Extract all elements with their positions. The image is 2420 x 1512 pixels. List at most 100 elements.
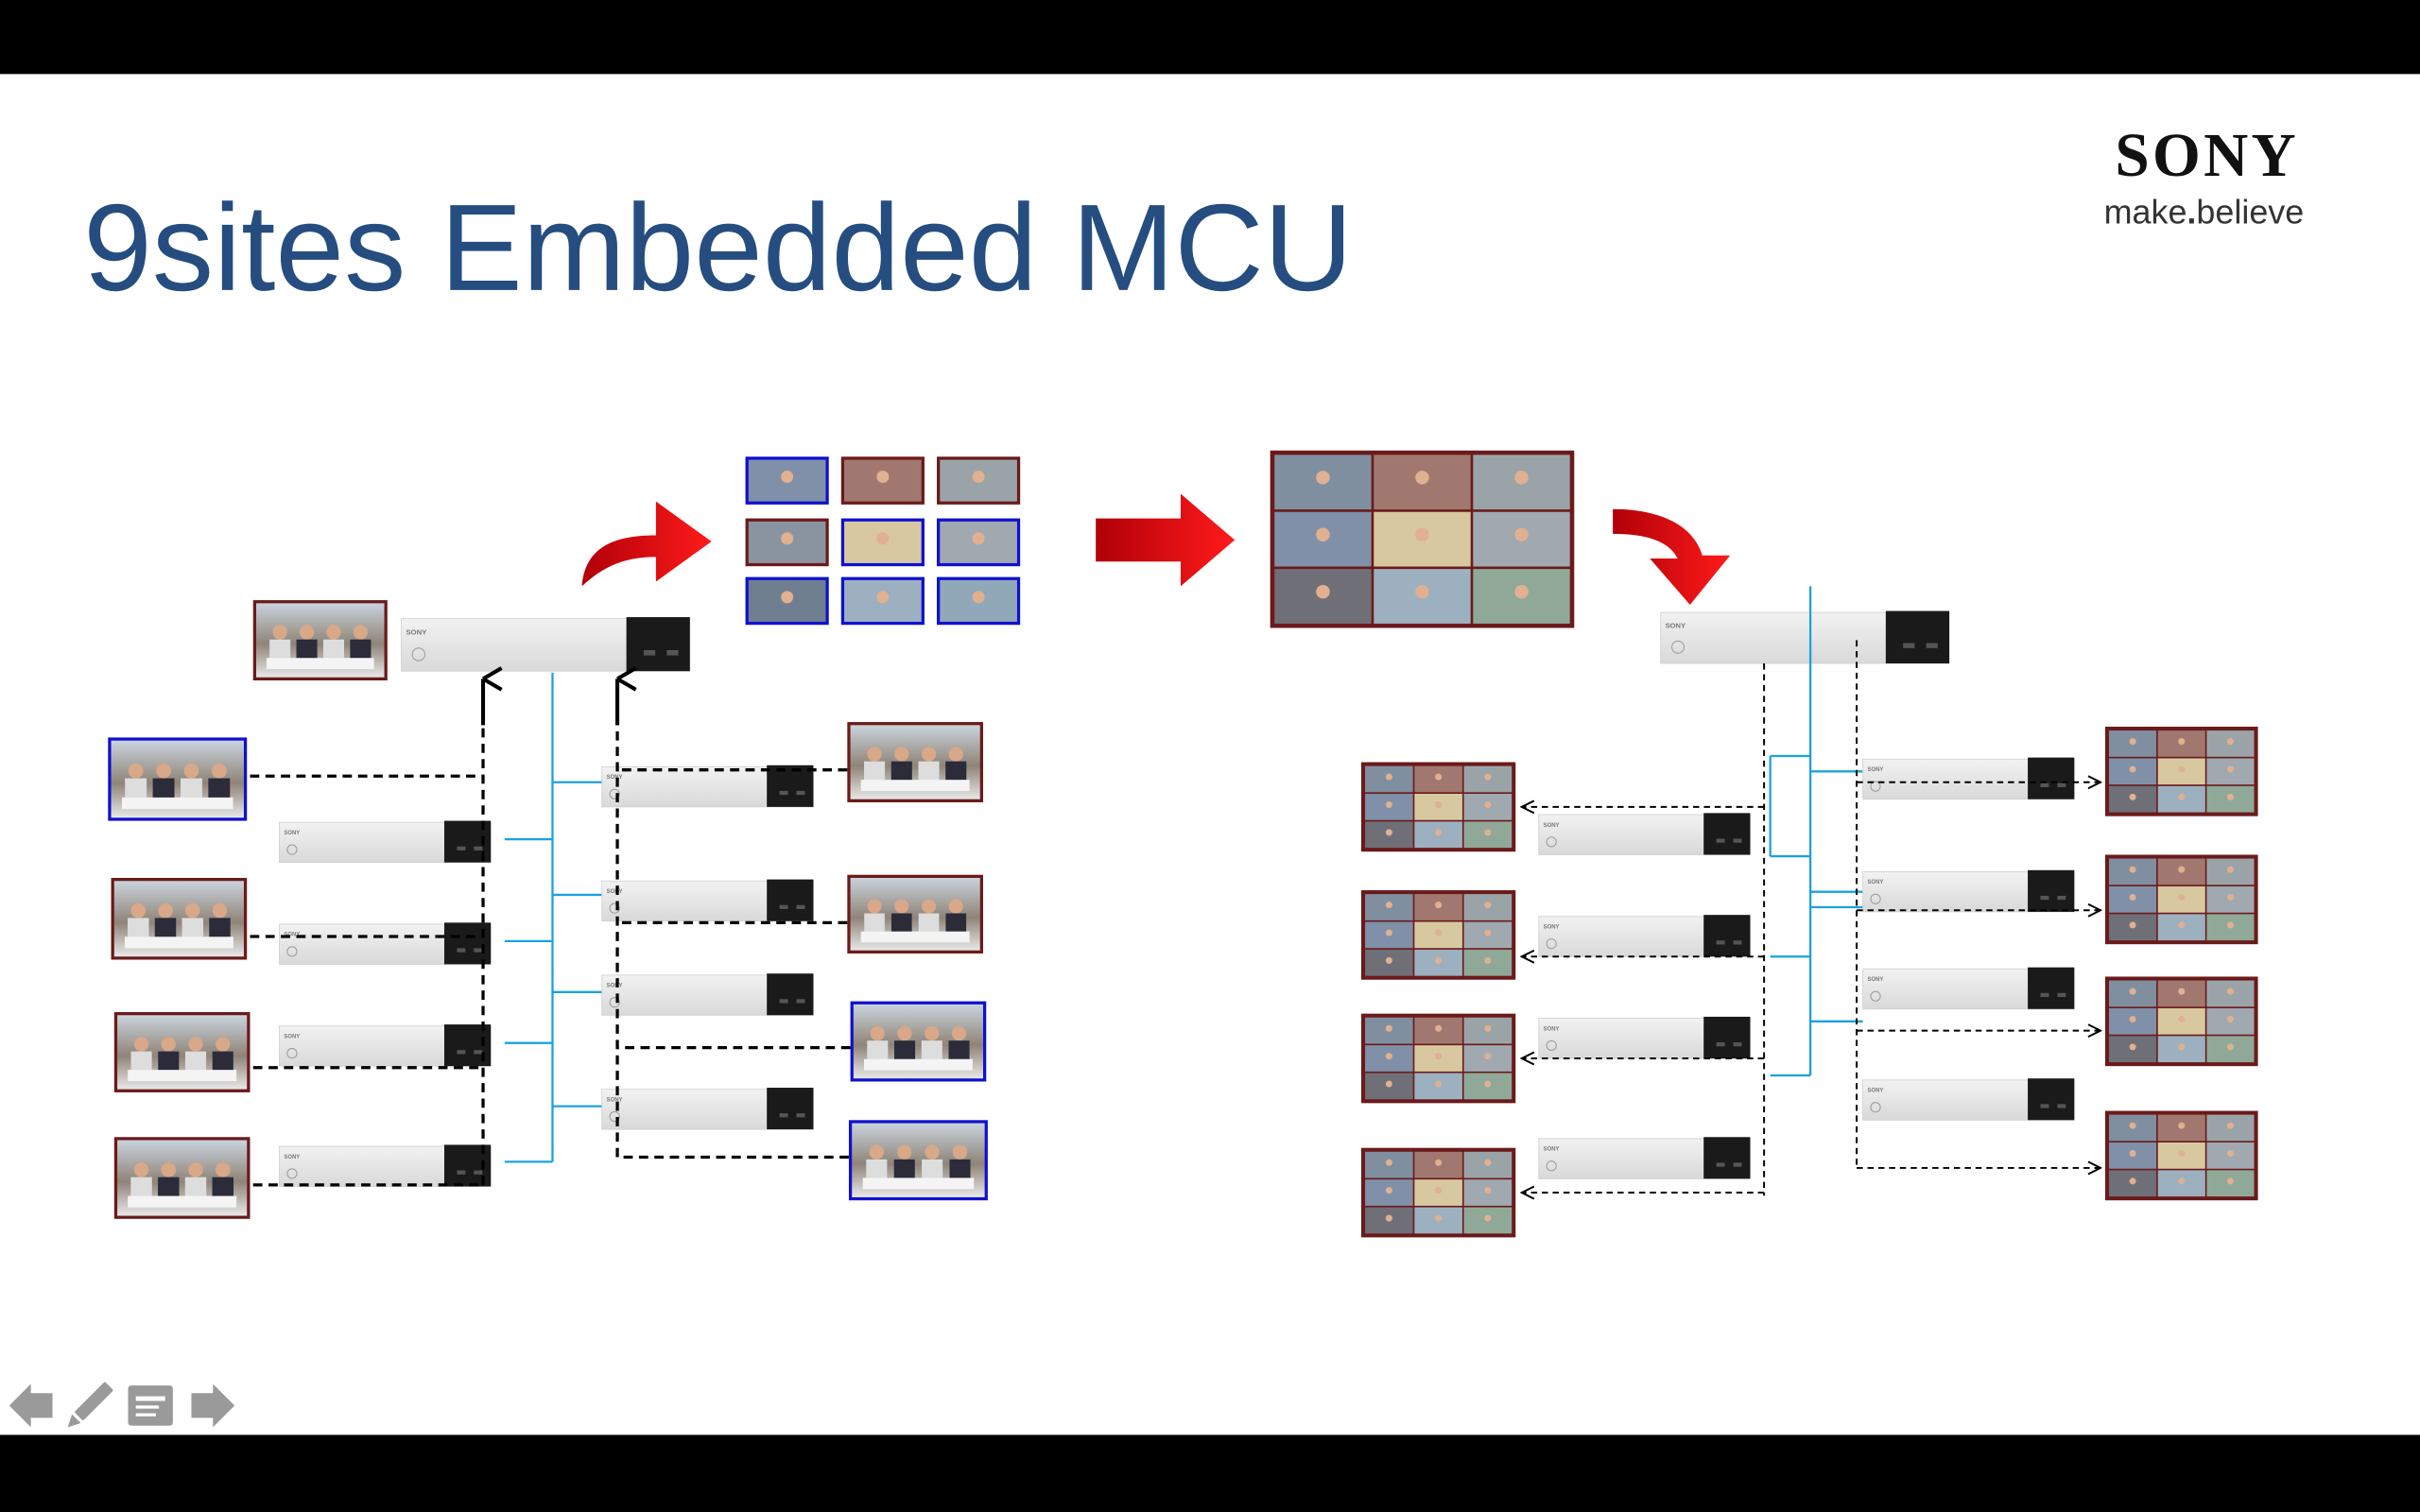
site-photo [850,1001,987,1082]
endpoint-device: SONY [1862,757,2075,800]
person-body [350,639,372,664]
person-head [183,763,199,779]
device-brand-label: SONY [607,775,623,781]
device-port [1716,1042,1725,1047]
person-head [326,625,341,640]
person-head [128,763,144,779]
device-panel [2028,869,2075,912]
person-body [949,1159,971,1184]
tile-person [2178,1149,2186,1158]
composite-received [1361,1147,1516,1238]
red-curved-arrow-down [1613,508,1731,605]
person-head [272,625,287,640]
endpoint-device: SONY [601,765,814,808]
device-brand-label: SONY [284,1155,300,1160]
tile-person [1484,902,1492,909]
person-body [158,1051,180,1076]
tile-person [2178,988,2186,995]
person-body [921,1040,942,1065]
site-photo [847,874,983,954]
tile-person [1435,1024,1443,1032]
person-body [125,778,147,804]
tile-person [2129,738,2136,746]
device-port [1716,1162,1725,1167]
tile-person [1385,773,1392,781]
device-power-button [1546,1160,1557,1172]
device-brand-label: SONY [406,627,427,636]
tile-person [1316,471,1330,485]
tile-person [2178,1015,2186,1022]
site-photo [111,877,248,960]
device-brand-label: SONY [1868,880,1884,885]
mcu-host-device: SONY [1660,610,1950,664]
tile-person [1435,902,1443,909]
tile-person [2129,988,2136,995]
site-photo [848,1120,988,1201]
device-brand-label: SONY [1868,767,1884,773]
device-port [457,1050,466,1055]
device-panel [2028,1078,2075,1121]
slideshow-controls [9,1382,235,1432]
red-right-arrow [1096,493,1236,587]
device-brand-label: SONY [1544,925,1560,931]
tile-person [1484,956,1492,964]
tile-person [1484,1024,1492,1032]
device-panel [1885,610,1950,664]
notes-icon[interactable] [128,1385,173,1426]
site-photo-host [252,600,388,680]
slide-title: 9sites Embedded MCU [83,179,1353,317]
tile-person [1484,773,1492,781]
person-body [864,761,886,786]
tile-person [2226,765,2234,773]
person-body [158,1177,180,1202]
tile-person [1415,471,1429,485]
mcu-diagram: SONY SONY SONY SONY SONY SONY SONY SONY SONY SONY… [108,450,2258,1238]
person-body [918,761,940,786]
table [124,936,233,949]
device-port [779,999,788,1004]
pen-icon[interactable] [63,1382,113,1432]
thumbnail-person [876,591,890,604]
tile-person [1484,801,1492,809]
person-head [212,902,228,919]
device-port [1926,643,1938,648]
tile-person [2226,1015,2234,1022]
endpoint-device: SONY [1538,1137,1751,1179]
person-body [867,1040,889,1065]
device-power-button [1546,1040,1557,1051]
tile-person [2226,893,2234,902]
tile-person [2178,1043,2186,1051]
tile-person [2129,1177,2136,1185]
device-panel [767,1088,814,1130]
red-curved-arrow-up [581,501,712,587]
tile-person [2129,1122,2136,1129]
tile-person [1514,584,1529,599]
tile-person [1385,1187,1392,1194]
arrow-left-icon[interactable] [9,1383,53,1428]
device-panel [1703,813,1751,855]
table [860,931,970,943]
person-head [133,1037,149,1052]
thumbnail-person [781,532,794,545]
tile-person [1385,902,1392,909]
tile-person [1415,584,1429,599]
tile-person [2226,793,2234,800]
tile-person [2178,793,2186,800]
person-body [922,1159,943,1184]
composite-received [2104,1110,2258,1201]
person-head [952,1144,968,1160]
arrow-right-icon[interactable] [191,1383,235,1428]
tile-person [1435,829,1443,836]
device-power-button [609,788,620,799]
tile-person [2226,1149,2234,1158]
device-brand-label: SONY [607,889,623,895]
person-body [890,913,912,937]
person-head [161,1162,177,1177]
table [266,658,374,670]
person-body [130,1051,152,1076]
endpoint-device: SONY [1862,967,2075,1010]
tile-person [2129,866,2136,873]
person-body [152,778,175,804]
tile-person [1484,1214,1492,1222]
